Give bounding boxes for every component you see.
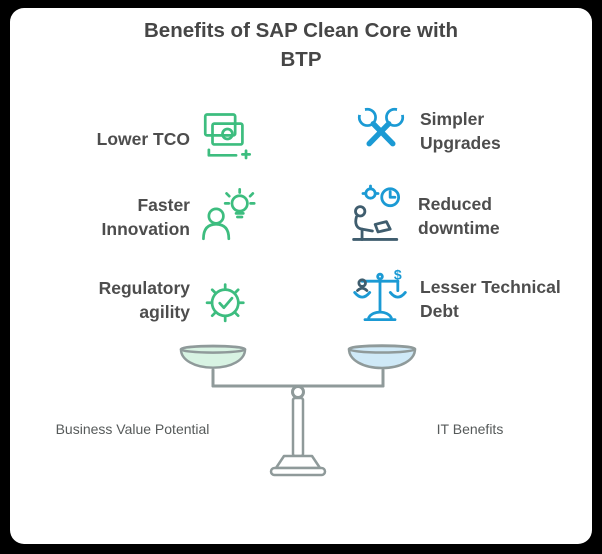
title-line-2: BTP bbox=[280, 48, 322, 71]
pan-label-left: Business Value Potential bbox=[55, 421, 210, 437]
right-pan bbox=[347, 342, 417, 375]
person-lightbulb-icon bbox=[198, 185, 256, 249]
svg-text:$: $ bbox=[394, 267, 402, 282]
gear-check-icon bbox=[198, 266, 256, 334]
page-title: Benefits of SAP Clean Core with BTP bbox=[0, 16, 602, 74]
pan-label-right: IT Benefits bbox=[436, 421, 504, 437]
benefit-label: Lower TCO bbox=[96, 129, 190, 149]
benefit-row-simpler-upgrades: Simpler Upgrades bbox=[352, 100, 564, 162]
benefit-row-lower-tco: Lower TCO bbox=[60, 106, 256, 172]
benefit-label: Faster Innovation bbox=[101, 195, 190, 239]
left-pan bbox=[179, 342, 247, 375]
benefit-label: Simpler Upgrades bbox=[420, 109, 501, 153]
money-notes-icon bbox=[198, 107, 256, 171]
benefit-label: Reduced downtime bbox=[418, 194, 500, 238]
benefit-row-faster-innovation: Faster Innovation bbox=[60, 183, 256, 251]
benefit-row-reduced-downtime: Reduced downtime bbox=[348, 180, 566, 252]
crossed-wrenches-icon bbox=[352, 102, 410, 160]
person-clock-icon bbox=[348, 183, 408, 249]
benefit-row-regulatory-agility: Regulatory agility bbox=[56, 264, 256, 336]
benefit-label: Regulatory agility bbox=[98, 278, 190, 322]
title-line-1: Benefits of SAP Clean Core with bbox=[143, 19, 458, 42]
scale-stand bbox=[170, 340, 430, 485]
benefit-label: Lesser Technical Debt bbox=[420, 277, 561, 321]
benefit-row-lesser-technical-debt: $ Lesser Technical Debt bbox=[350, 262, 568, 336]
debt-balance-icon: $ bbox=[350, 267, 410, 331]
